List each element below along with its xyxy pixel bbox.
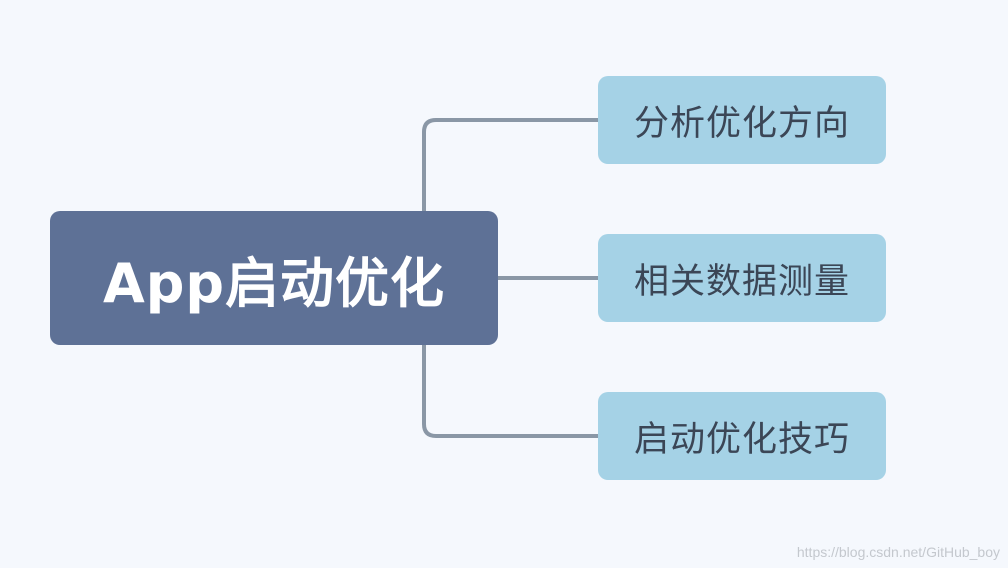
root-topic-node[interactable]: App启动优化 [50,211,498,345]
subtopic-label: 启动优化技巧 [633,419,850,460]
connector-to-child-1 [422,118,598,211]
subtopic-label: 分析优化方向 [633,103,850,144]
subtopic-node-measurement[interactable]: 相关数据测量 [598,234,886,322]
subtopic-node-analysis[interactable]: 分析优化方向 [598,76,886,164]
subtopic-node-techniques[interactable]: 启动优化技巧 [598,392,886,480]
root-topic-label: App启动优化 [102,251,446,315]
connector-to-child-3 [422,345,598,438]
subtopic-label: 相关数据测量 [633,261,850,302]
watermark-text: https://blog.csdn.net/GitHub_boy [796,544,1000,560]
